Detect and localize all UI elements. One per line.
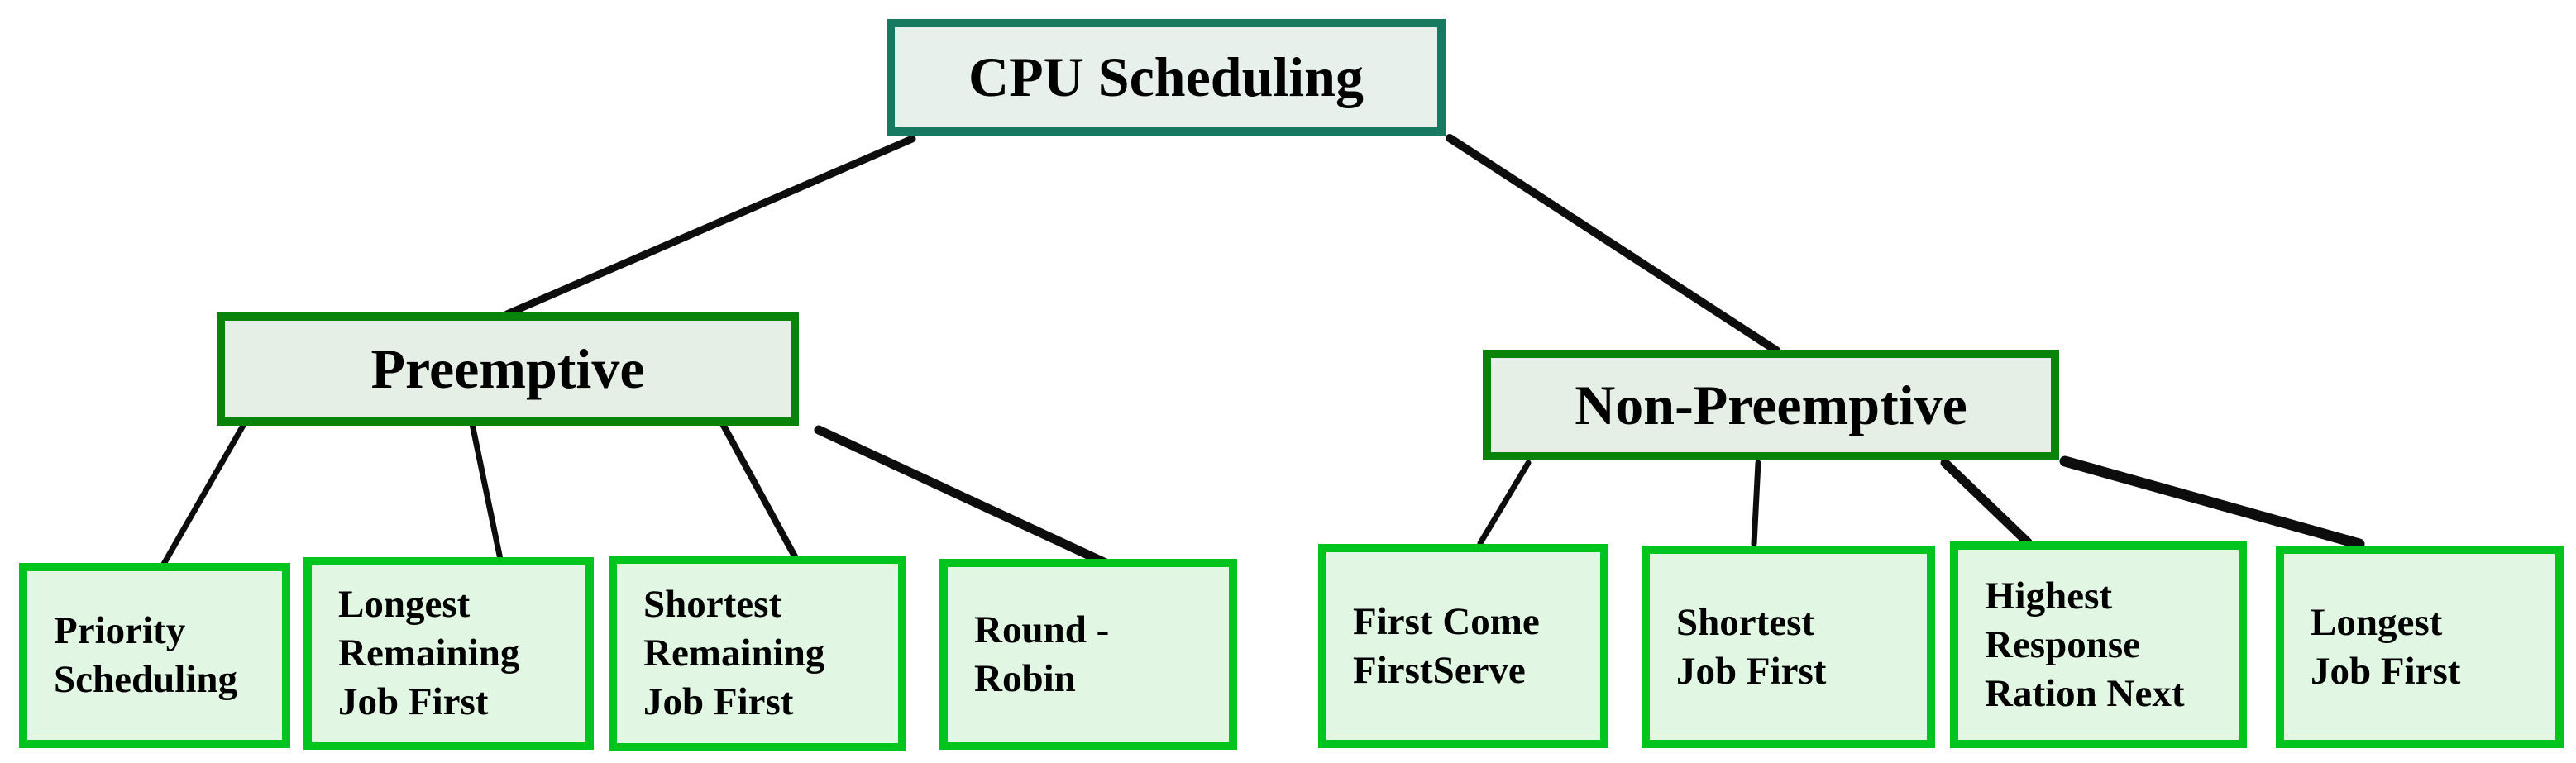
node-first-come-first-serve: First Come FirstServe [1318, 544, 1608, 748]
node-non-preemptive: Non-Preemptive [1483, 350, 2059, 460]
node-longest-job-first: Longest Job First [2276, 546, 2564, 748]
node-label: Preemptive [370, 337, 645, 400]
edge-root-preemptive [503, 135, 916, 318]
edge-preemptive-priority-scheduling [160, 421, 247, 569]
edge-non-preemptive-longest-job-first [2059, 455, 2365, 550]
edge-non-preemptive-first-come-first-serve [1477, 460, 1532, 546]
node-label: First Come FirstServe [1353, 599, 1540, 692]
node-label: Longest Remaining Job First [338, 583, 520, 723]
node-label: Non-Preemptive [1575, 373, 1967, 436]
node-shortest-remaining-job-first: Shortest Remaining Job First [609, 556, 906, 751]
edge-preemptive-longest-remaining-job-first [469, 421, 505, 570]
node-label: Highest Response Ration Next [1985, 574, 2185, 715]
node-label: Round - Robin [974, 608, 1110, 700]
node-label: CPU Scheduling [968, 45, 1364, 108]
edge-non-preemptive-highest-response-ration-next [1940, 458, 2033, 547]
node-preemptive: Preemptive [217, 312, 799, 426]
node-round-robin: Round - Robin [939, 559, 1237, 750]
node-cpu-scheduling: CPU Scheduling [887, 19, 1446, 136]
node-label: Shortest Remaining Job First [643, 583, 825, 723]
node-longest-remaining-job-first: Longest Remaining Job First [303, 557, 594, 750]
edge-preemptive-shortest-remaining-job-first [719, 421, 803, 569]
node-label: Shortest Job First [1676, 600, 1827, 693]
edge-non-preemptive-shortest-job-first [1751, 460, 1761, 547]
node-shortest-job-first: Shortest Job First [1642, 546, 1935, 748]
edge-preemptive-round-robin [814, 425, 1123, 574]
node-label: Priority Scheduling [54, 609, 238, 701]
node-priority-scheduling: Priority Scheduling [19, 563, 290, 748]
node-highest-response-ration-next: Highest Response Ration Next [1950, 541, 2247, 748]
edge-root-non-preemptive [1446, 134, 1780, 355]
node-label: Longest Job First [2311, 600, 2461, 693]
